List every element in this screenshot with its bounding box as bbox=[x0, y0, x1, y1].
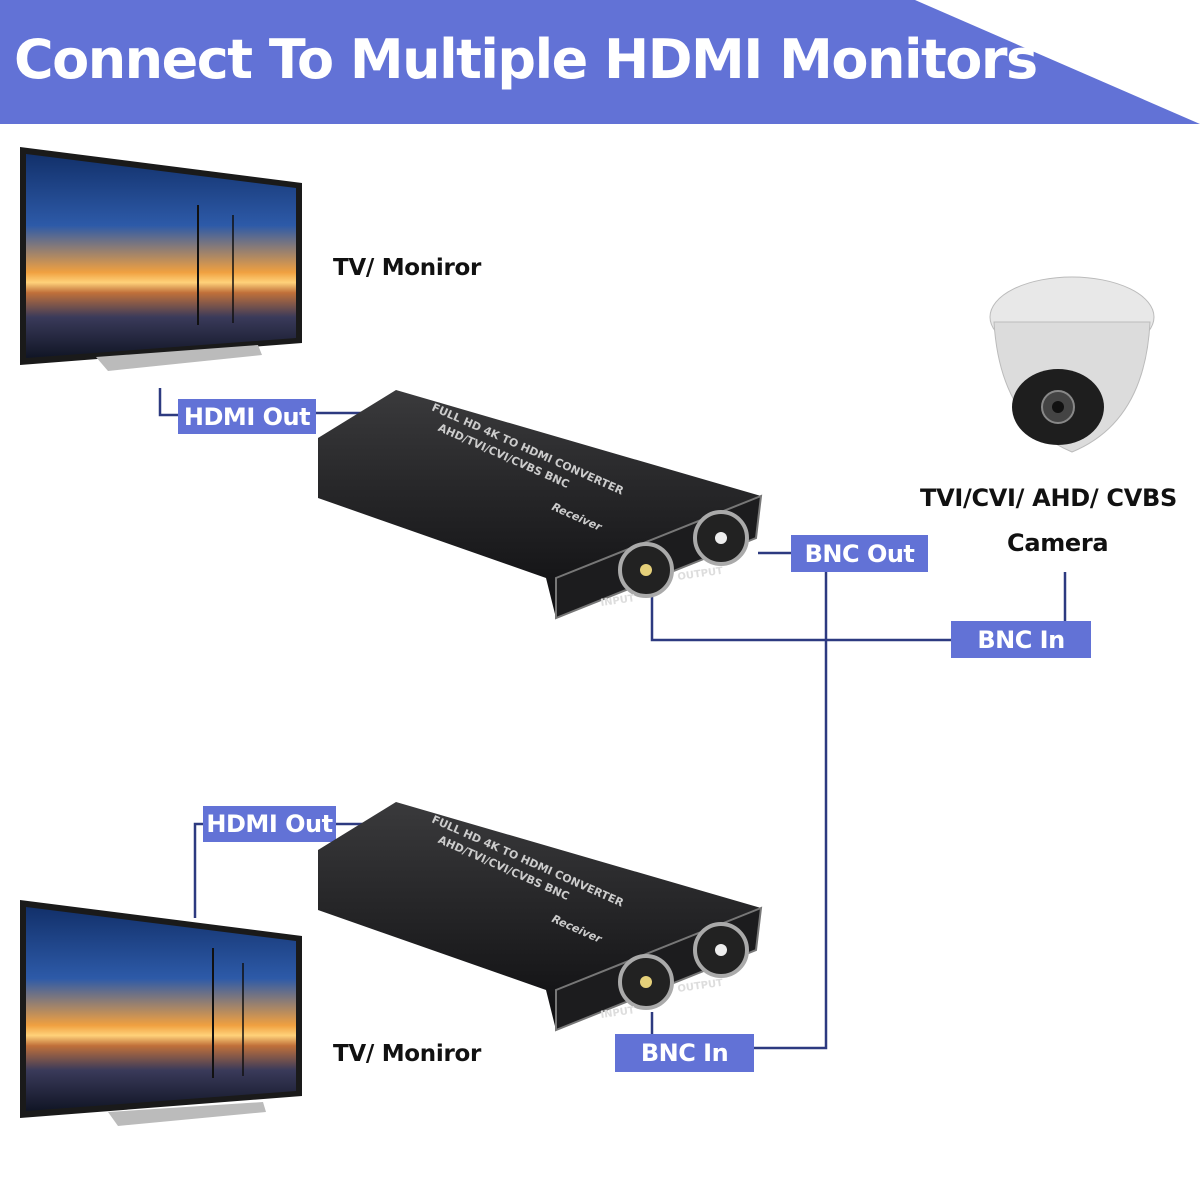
port-output-label: OUTPUT bbox=[677, 978, 724, 995]
port-output-label: OUTPUT bbox=[677, 566, 724, 583]
tv-monitor-top bbox=[20, 147, 302, 371]
tv-label-bottom: TV/ Moniror bbox=[333, 1041, 482, 1067]
line-tv1-hdmi bbox=[158, 388, 178, 417]
line-bncout-device2 bbox=[754, 572, 828, 1050]
dome-camera bbox=[989, 276, 1155, 453]
port-input-label: INPUT bbox=[600, 593, 636, 609]
line-tv2-hdmi bbox=[193, 822, 203, 918]
port-input-label: INPUT bbox=[600, 1005, 636, 1021]
bnc-in-tag-camera: BNC In bbox=[951, 621, 1091, 658]
camera-label-line1: TVI/CVI/ AHD/ CVBS bbox=[920, 484, 1177, 512]
hdmi-out-tag-bottom: HDMI Out bbox=[203, 806, 336, 842]
camera-label-line2: Camera bbox=[1007, 529, 1109, 557]
bnc-out-tag: BNC Out bbox=[791, 535, 928, 572]
bnc-in-tag-bottom: BNC In bbox=[615, 1034, 754, 1072]
tv-monitor-bottom bbox=[20, 900, 302, 1126]
page-title: Connect To Multiple HDMI Monitors bbox=[14, 28, 1038, 91]
hdmi-out-tag-top: HDMI Out bbox=[178, 399, 316, 434]
tv-label-top: TV/ Moniror bbox=[333, 255, 482, 281]
line-device1-input bbox=[650, 596, 951, 642]
converter-device-top: FULL HD 4K TO HDMI CONVERTER AHD/TVI/CVI… bbox=[318, 390, 763, 620]
header-banner bbox=[0, 0, 1200, 124]
converter-device-bottom: FULL HD 4K TO HDMI CONVERTER AHD/TVI/CVI… bbox=[318, 802, 763, 1032]
